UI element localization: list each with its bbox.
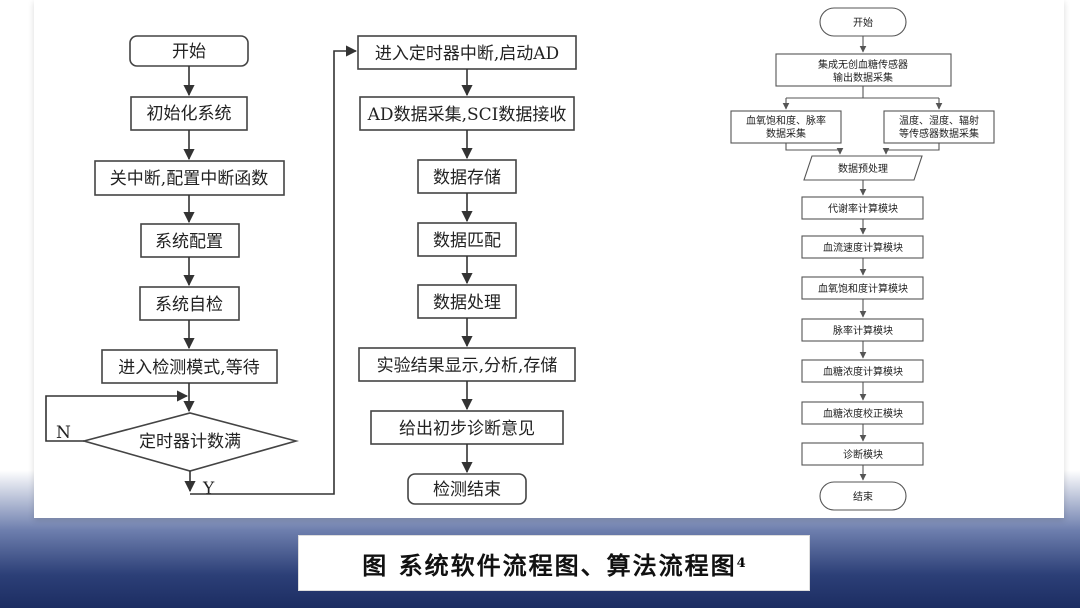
mid-end-label: 检测结束 (433, 480, 501, 500)
right-integrate-label-2: 输出数据采集 (833, 71, 893, 84)
mid-process-node (417, 284, 517, 319)
left-close-int-label: 关中断,配置中断函数 (110, 169, 268, 189)
left-init-label: 初始化系统 (147, 104, 232, 124)
right-glucose-corr-label: 血糖浓度校正模块 (823, 407, 903, 420)
right-preprocess-label: 数据预处理 (838, 162, 888, 175)
left-config-node (140, 223, 240, 258)
left-detect-mode-node (101, 349, 278, 384)
mid-enter-timer-label: 进入定时器中断,启动AD (375, 44, 559, 64)
right-preprocess-node (803, 155, 923, 181)
left-timer-label: 定时器计数满 (139, 432, 241, 452)
right-temp-node (883, 110, 995, 144)
left-branch-yes: Y (202, 479, 215, 499)
right-glucose-calc-label: 血糖浓度计算模块 (823, 365, 903, 378)
middle-flowchart: 进入定时器中断,启动AD AD数据采集,SCI数据接收 数据存储 数据匹配 数据… (357, 35, 577, 505)
right-spo2-label-1: 血氧饱和度、脉率 (746, 114, 826, 127)
left-branch-no: N (56, 423, 71, 443)
mid-end-node (407, 473, 527, 505)
mid-match-node (417, 222, 517, 257)
right-metabolic-label: 代谢率计算模块 (828, 202, 898, 215)
left-timer-decision (80, 412, 300, 472)
right-end-node (819, 481, 907, 511)
mid-display-label: 实验结果显示,分析,存储 (377, 356, 558, 376)
right-temp-label-1: 温度、湿度、辐射 (899, 114, 979, 127)
right-spo2-calc-label: 血氧饱和度计算模块 (818, 282, 908, 295)
mid-process-label: 数据处理 (433, 293, 501, 313)
right-spo2-node (730, 110, 842, 144)
mid-ad-sci-label: AD数据采集,SCI数据接收 (367, 105, 567, 125)
left-detect-mode-label: 进入检测模式,等待 (118, 358, 259, 378)
caption-text: 图 系统软件流程图、算法流程图 (362, 550, 737, 580)
right-integrate-label-1: 集成无创血糖传感器 (818, 58, 908, 71)
right-spo2-label-2: 数据采集 (766, 127, 806, 140)
caption-superscript: 4 (736, 555, 746, 571)
mid-display-node (358, 347, 576, 382)
left-flowchart: 开始 初始化系统 关中断,配置中断函数 系统配置 系统自检 进入检测模式,等待 … (45, 35, 358, 499)
left-config-label: 系统配置 (155, 232, 223, 252)
mid-match-label: 数据匹配 (433, 231, 501, 251)
left-selftest-label: 系统自检 (155, 295, 223, 315)
right-end-label: 结束 (853, 490, 873, 503)
right-flowchart: 开始 集成无创血糖传感器 输出数据采集 血氧饱和度、脉率 数据采集 温度、湿度、… (730, 7, 995, 511)
right-pulse-label: 脉率计算模块 (833, 324, 893, 337)
right-bloodflow-label: 血流速度计算模块 (823, 241, 903, 254)
right-temp-label-2: 等传感器数据采集 (899, 127, 979, 140)
mid-diagnose-label: 给出初步诊断意见 (399, 419, 535, 439)
right-diagnosis-label: 诊断模块 (843, 448, 883, 461)
mid-diagnose-node (370, 410, 564, 445)
left-start-label: 开始 (172, 42, 206, 62)
right-start-label: 开始 (853, 16, 873, 29)
mid-store-label: 数据存储 (433, 168, 501, 188)
left-close-int-node (94, 160, 285, 196)
